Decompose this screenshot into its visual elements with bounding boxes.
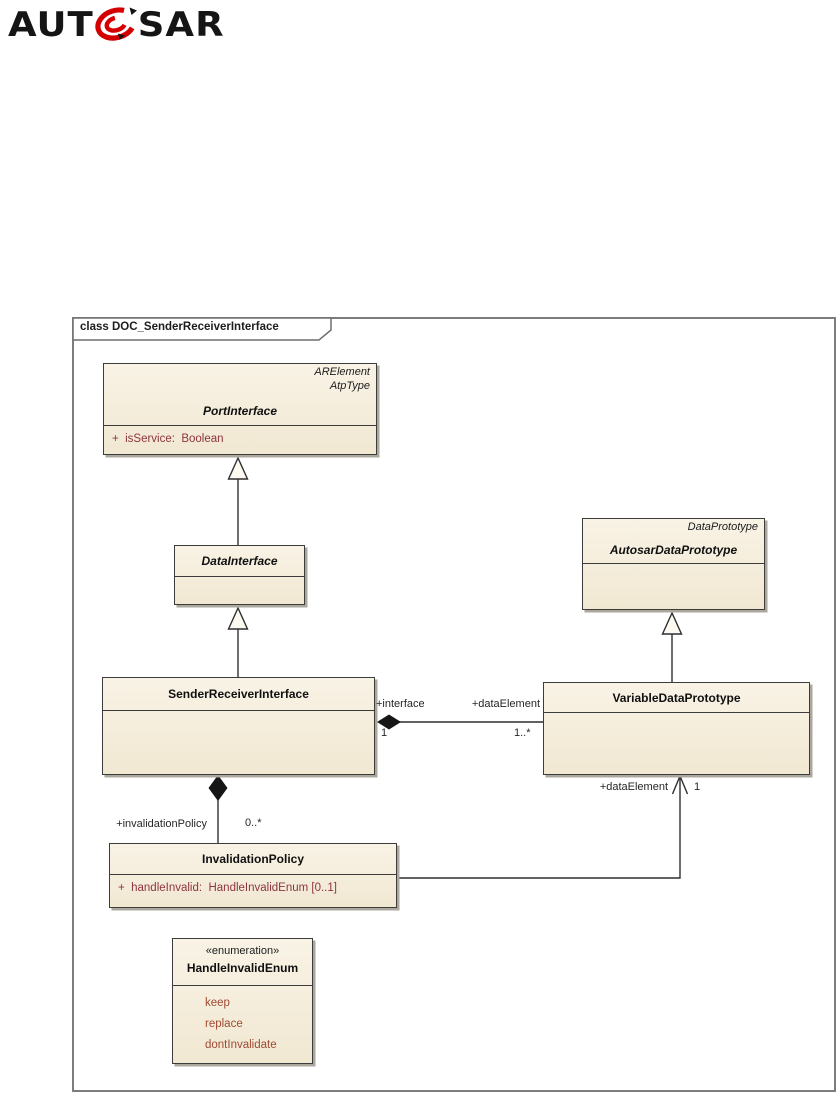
class-name: DataInterface — [201, 554, 278, 568]
frame-title: class DOC_SenderReceiverInterface — [80, 321, 279, 333]
multiplicity-label: 1 — [694, 781, 701, 793]
multiplicity-label: 1 — [381, 727, 388, 739]
enum-literal: keep — [205, 997, 230, 1009]
attribute-row: + handleInvalid: HandleInvalidEnum [0..1… — [118, 882, 337, 894]
composition-diamond-icon — [377, 714, 401, 730]
class-box-autosardataprototype: DataPrototype AutosarDataPrototype — [582, 518, 765, 610]
enum-literal: replace — [205, 1018, 243, 1030]
generalization-arrow-icon — [227, 606, 249, 630]
role-label-invalidationpolicy: +invalidationPolicy — [116, 818, 207, 830]
logo-swirl-icon — [95, 7, 137, 41]
class-box-datainterface: DataInterface — [174, 545, 305, 605]
class-box-invalidationpolicy: InvalidationPolicy + handleInvalid: Hand… — [109, 843, 397, 908]
role-label-dataelement: +dataElement — [471, 698, 540, 710]
role-label-dataelement-ref: +dataElement — [599, 781, 668, 793]
association-arrow-icon — [679, 775, 689, 795]
stereotype-label: ARElement AtpType — [314, 366, 370, 393]
class-box-variabledataprototype: VariableDataPrototype — [543, 682, 810, 775]
frame-title-tab — [72, 317, 332, 341]
composition-diamond-icon — [208, 775, 228, 801]
generalization-arrow-icon — [227, 456, 249, 480]
multiplicity-label: 1..* — [514, 727, 531, 739]
diagram-frame — [72, 317, 836, 1092]
association-arrow-icon — [671, 775, 681, 795]
stereotype-label: AtpType — [329, 379, 370, 392]
stereotype-label: «enumeration» — [205, 945, 280, 957]
class-name: PortInterface — [202, 404, 278, 418]
class-box-handleinvalidenum: «enumeration» HandleInvalidEnum keep rep… — [172, 938, 313, 1064]
role-label-interface: +interface — [376, 698, 425, 710]
enum-literal: dontInvalidate — [205, 1039, 277, 1051]
multiplicity-label: 0..* — [245, 817, 262, 829]
class-box-senderreceiverinterface: SenderReceiverInterface — [102, 677, 375, 775]
class-name: SenderReceiverInterface — [168, 687, 309, 701]
generalization-arrow-icon — [661, 611, 683, 635]
stereotype-label: ARElement — [314, 366, 370, 378]
stereotype-label: DataPrototype — [687, 521, 758, 533]
class-name: AutosarDataPrototype — [609, 543, 738, 557]
class-box-portinterface: ARElement AtpType PortInterface + isServ… — [103, 363, 377, 455]
autosar-logo: AUT SAR — [8, 2, 225, 46]
logo-text-right: SAR — [137, 4, 225, 44]
class-name: VariableDataPrototype — [612, 691, 741, 705]
class-name: HandleInvalidEnum — [186, 961, 299, 975]
connector-line — [397, 777, 681, 879]
class-name: InvalidationPolicy — [201, 852, 305, 866]
attribute-row: + isService: Boolean — [112, 433, 224, 445]
logo-text-left: AUT — [8, 4, 94, 44]
